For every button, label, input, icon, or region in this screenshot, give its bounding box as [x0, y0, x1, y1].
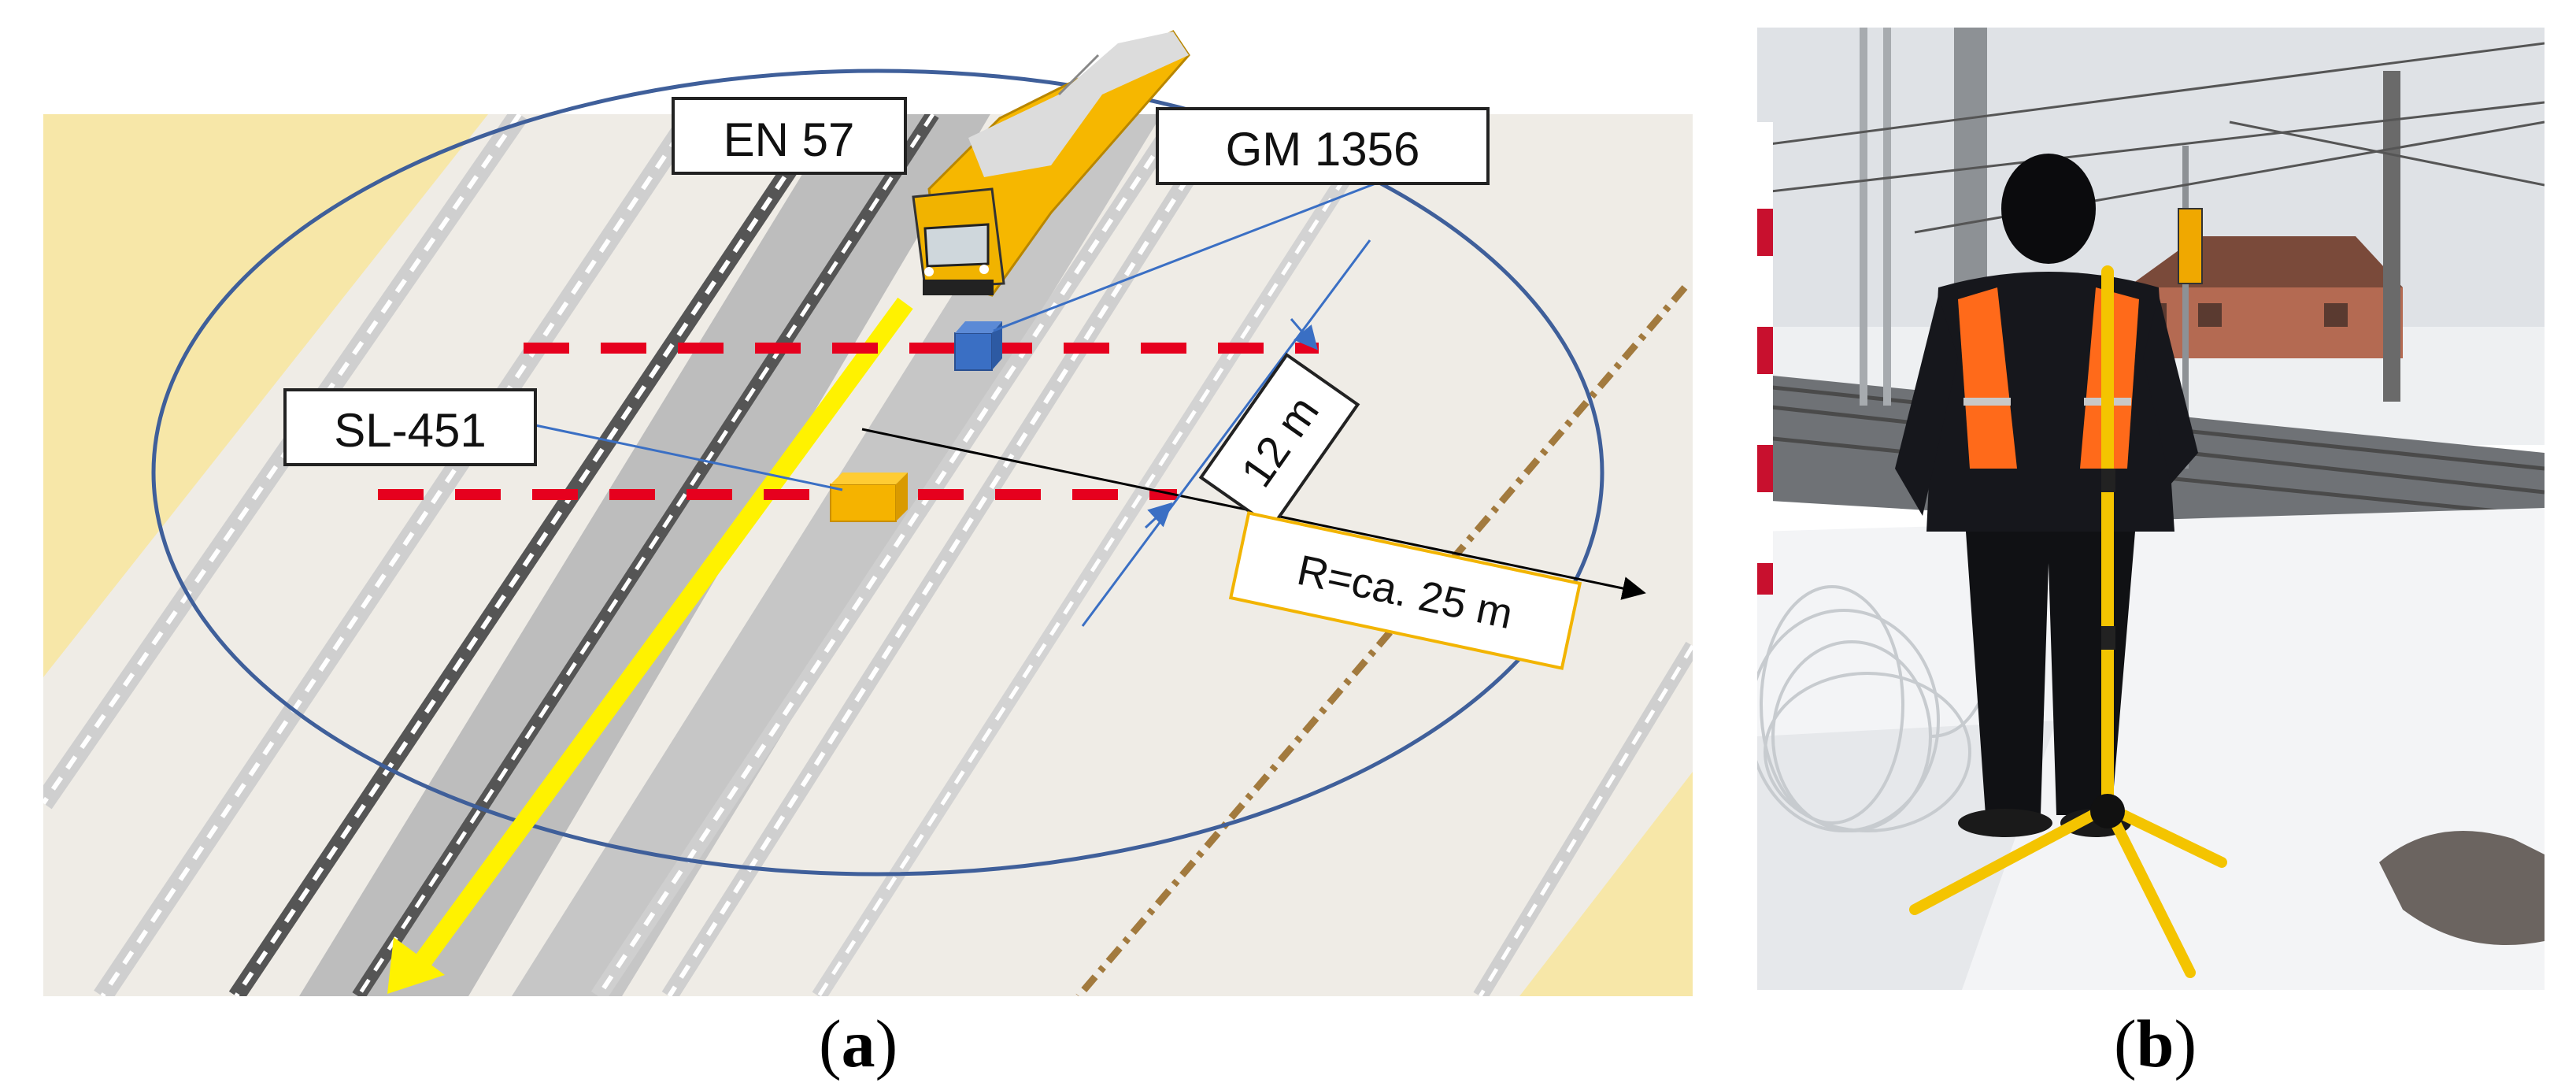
tripod-icon: [1909, 265, 2227, 978]
train-icon: [912, 30, 1190, 297]
leader-gm1356: [993, 180, 1382, 332]
signal-post-icon: [1757, 122, 1773, 595]
leader-sl451: [535, 424, 843, 491]
train-trajectory-arrow: [387, 297, 913, 994]
sand-area-bottom-right: [1519, 772, 1693, 996]
caption-b: (b): [2114, 1006, 2197, 1081]
label-gm1356: GM 1356: [1156, 107, 1490, 185]
label-12m: 12 m: [1198, 352, 1360, 530]
caption-a: (a): [819, 1006, 898, 1081]
label-en57: EN 57: [672, 97, 907, 175]
label-en57-text: EN 57: [724, 113, 855, 166]
radius-circle: [151, 69, 1604, 877]
label-sl451: SL-451: [283, 388, 537, 466]
track-lines: [43, 114, 1693, 996]
spacing-dimension: [1081, 239, 1371, 627]
sensor-sl451-cube: [830, 473, 908, 522]
label-sl451-text: SL-451: [334, 404, 486, 457]
panel-b-photo: [1757, 28, 2545, 990]
panel-a-diagram: EN 57 GM 1356 SL-451 12 m R=ca. 25 m: [43, 30, 1693, 996]
sand-area-top-left: [43, 114, 488, 677]
rock-icon: [2379, 831, 2545, 945]
sensor-gm1356-cube: [954, 321, 1002, 371]
label-gm1356-text: GM 1356: [1226, 123, 1420, 176]
sign-icon: [2178, 208, 2203, 284]
